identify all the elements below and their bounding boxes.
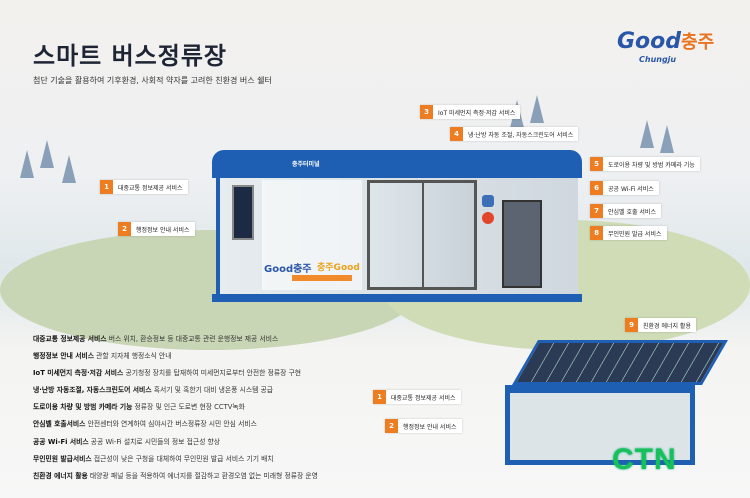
service-line-9: 친환경 에너지 활용 태양광 패널 등을 적용하여 에너지를 절감하고 환경오염… [33, 470, 318, 480]
callout-6: 6 공공 Wi-Fi 서비스 [590, 181, 659, 195]
service-desc: 버스 위치, 환승정보 등 대중교통 관련 운행정보 제공 서비스 [106, 335, 279, 343]
service-title: 안심벨 호출서비스 [33, 420, 86, 428]
callout-1: 1 대중교통 정보제공 서비스 [100, 180, 188, 194]
shelter-base [212, 294, 582, 302]
bus-shelter: 충주터미널 Good충주 충주Good [212, 150, 582, 305]
service-line-3: IoT 미세먼지 측정·저감 서비스 공기청정 장치를 탑재하여 미세먼지로부터… [33, 367, 301, 377]
tree [660, 125, 674, 153]
callout-label: 공공 Wi-Fi 서비스 [608, 185, 654, 193]
service-desc: 안전센터와 연계하여 심야시간 버스정류장 시민 안심 서비스 [85, 420, 257, 428]
callout-number: 8 [590, 226, 603, 240]
service-desc: 공공 Wi-Fi 설치로 시민들의 정보 접근성 향상 [88, 438, 221, 446]
tree [40, 140, 54, 168]
callout-label: 안심벨 호출 서비스 [608, 208, 656, 216]
callout-label: 대중교통 정보제공 서비스 [118, 184, 183, 192]
service-desc: 접근성이 낮은 구청을 대체하여 무인민원 발급 서비스 기기 배치 [91, 455, 274, 463]
tree [20, 150, 34, 178]
service-desc: 태양광 패널 등을 적용하여 에너지를 절감하고 환경오염 없는 미래형 정류장… [87, 472, 318, 480]
callout-number: 1 [100, 180, 113, 194]
service-title: 대중교통 정보제공 서비스 [33, 335, 107, 343]
service-line-7: 공공 Wi-Fi 서비스 공공 Wi-Fi 설치로 시민들의 정보 접근성 향상 [33, 436, 220, 446]
callout-label: 대중교통 정보제공 서비스 [391, 394, 456, 402]
orange-bench [292, 275, 352, 281]
callout-4: 4 냉·난방 자동 조절, 자동스크린도어 서비스 [450, 127, 579, 141]
emergency-bell-icon[interactable] [482, 212, 494, 224]
callout-number: 2 [118, 222, 131, 236]
service-desc: 관할 지자체 행정소식 안내 [94, 352, 172, 360]
panel-logo: Good충주 [264, 264, 312, 275]
callout-number: 6 [590, 181, 603, 195]
service-title: 냉·난방 자동조절, 자동스크린도어 서비스 [33, 386, 152, 394]
service-line-2: 행정정보 안내 서비스 관할 지자체 행정소식 안내 [33, 350, 171, 360]
info-display [232, 185, 254, 240]
service-title: 도로이용 차량 및 방범 카메라 기능 [33, 403, 133, 411]
service-line-1: 대중교통 정보제공 서비스 버스 위치, 환승정보 등 대중교통 관련 운행정보… [33, 333, 278, 343]
callout-number: 1 [373, 390, 386, 404]
tree [62, 155, 76, 183]
service-title: 친환경 에너지 활용 [33, 472, 88, 480]
callout-number: 7 [590, 204, 603, 218]
good-chungju-logo: Good충주 Chungju [617, 28, 727, 78]
shelter-roof: 충주터미널 [212, 150, 582, 178]
page-title: 스마트 버스정류장 [33, 42, 227, 70]
tree [640, 120, 654, 148]
solar-panel-roof [512, 340, 728, 385]
service-line-5: 도로이용 차량 및 방범 카메라 기능 정류장 및 인근 도로변 현장 CCTV… [33, 401, 245, 411]
automatic-screen-door[interactable] [367, 180, 477, 290]
mini-callout-1: 1 대중교통 정보제공 서비스 [373, 390, 461, 404]
logo-sub: Chungju [639, 55, 677, 64]
callout-number: 5 [590, 157, 603, 171]
shelter-sign: 충주터미널 [292, 161, 320, 168]
callout-label: 냉·난방 자동 조절, 자동스크린도어 서비스 [468, 131, 574, 139]
service-title: 공공 Wi-Fi 서비스 [33, 438, 89, 446]
logo-good: Good [617, 29, 682, 54]
service-line-8: 무인민원 발급서비스 접근성이 낮은 구청을 대체하여 무인민원 발급 서비스 … [33, 453, 274, 463]
callout-number: 9 [625, 318, 638, 332]
panel-logo-2: 충주Good [317, 263, 360, 273]
callout-5: 5 도로이용 차량 및 방범 카메라 기능 [590, 157, 700, 171]
callout-label: 무인민원 발급 서비스 [608, 230, 662, 238]
service-desc: 혹서기 및 혹한기 대비 냉온풍 시스템 공급 [151, 386, 274, 394]
callout-number: 2 [385, 419, 398, 433]
civil-document-kiosk[interactable] [502, 200, 542, 288]
logo-city: 충주 [681, 32, 715, 53]
wifi-icon [482, 195, 494, 207]
callout-label: 친환경 에너지 활용 [643, 322, 691, 330]
page-subtitle: 첨단 기술을 활용하여 기후환경, 사회적 약자를 고려한 친환경 버스 쉘터 [33, 76, 272, 85]
tree [530, 95, 544, 123]
service-title: 무인민원 발급서비스 [33, 455, 92, 463]
glass-wall: Good충주 충주Good [262, 180, 362, 290]
callout-9: 9 친환경 에너지 활용 [625, 318, 696, 332]
ctn-watermark: CTN [612, 443, 677, 476]
door-split [422, 183, 424, 287]
shelter-frame [505, 385, 695, 465]
solar-roof-shelter [505, 340, 730, 470]
service-line-6: 안심벨 호출서비스 안전센터와 연계하여 심야시간 버스정류장 시민 안심 서비… [33, 418, 257, 428]
callout-label: 행정정보 안내 서비스 [136, 226, 190, 234]
callout-label: IoT 미세먼지 측정·저감 서비스 [438, 109, 516, 117]
callout-number: 4 [450, 127, 463, 141]
callout-7: 7 안심벨 호출 서비스 [590, 204, 661, 218]
service-title: IoT 미세먼지 측정·저감 서비스 [33, 369, 124, 377]
callout-label: 행정정보 안내 서비스 [403, 423, 457, 431]
callout-2: 2 행정정보 안내 서비스 [118, 222, 195, 236]
service-line-4: 냉·난방 자동조절, 자동스크린도어 서비스 혹서기 및 혹한기 대비 냉온풍 … [33, 384, 273, 394]
service-title: 행정정보 안내 서비스 [33, 352, 95, 360]
callout-8: 8 무인민원 발급 서비스 [590, 226, 667, 240]
mini-callout-2: 2 행정정보 안내 서비스 [385, 419, 462, 433]
service-desc: 공기청정 장치를 탑재하여 미세먼지로부터 안전한 정류장 구현 [123, 369, 302, 377]
callout-label: 도로이용 차량 및 방범 카메라 기능 [608, 161, 695, 169]
callout-3: 3 IoT 미세먼지 측정·저감 서비스 [420, 105, 521, 119]
service-desc: 정류장 및 인근 도로변 현장 CCTV녹화 [132, 403, 245, 411]
callout-number: 3 [420, 105, 433, 119]
